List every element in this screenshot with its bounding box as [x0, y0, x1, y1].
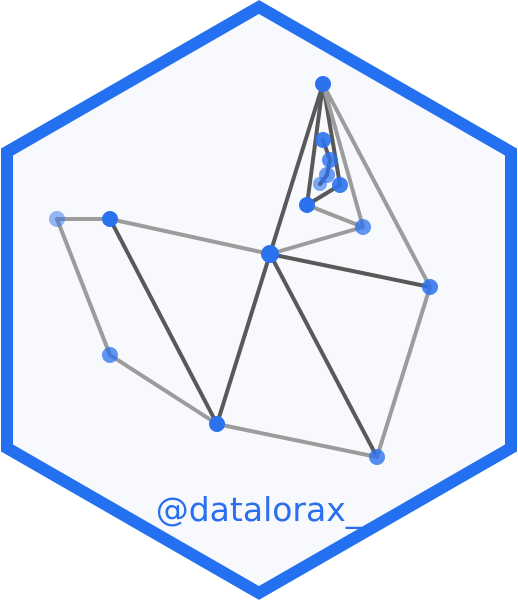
edge-top-a: [305, 82, 325, 207]
edge-b-hub: [268, 225, 365, 256]
node-l2: [102, 211, 118, 227]
edge-l2-bot: [108, 217, 219, 426]
edge-bot-br: [215, 422, 379, 459]
node-top: [315, 76, 331, 92]
edge-a-b: [305, 203, 365, 229]
edge-hub-bot: [215, 252, 272, 426]
node-c2: [322, 152, 338, 168]
edge-l1-l3: [55, 217, 112, 357]
node-c4: [313, 177, 327, 191]
edge-top-r: [321, 82, 432, 289]
node-br: [369, 449, 385, 465]
edge-hub-r: [268, 252, 432, 289]
node-c1: [315, 132, 331, 148]
edge-top-hub: [268, 82, 325, 256]
node-r: [422, 279, 438, 295]
edge-l3-bot: [108, 353, 219, 426]
edge-hub-l2: [108, 217, 272, 256]
node-c5: [332, 177, 348, 193]
node-hub: [261, 245, 279, 263]
edge-r-br: [375, 285, 432, 459]
edge-top-b: [321, 82, 365, 229]
node-l1: [49, 211, 65, 227]
handle-label: @datalorax_: [156, 490, 363, 529]
node-l3: [102, 347, 118, 363]
edge-hub-br: [268, 252, 379, 459]
node-b: [355, 219, 371, 235]
node-bot: [209, 416, 225, 432]
node-a: [299, 197, 315, 213]
network-nodes: [49, 76, 438, 465]
